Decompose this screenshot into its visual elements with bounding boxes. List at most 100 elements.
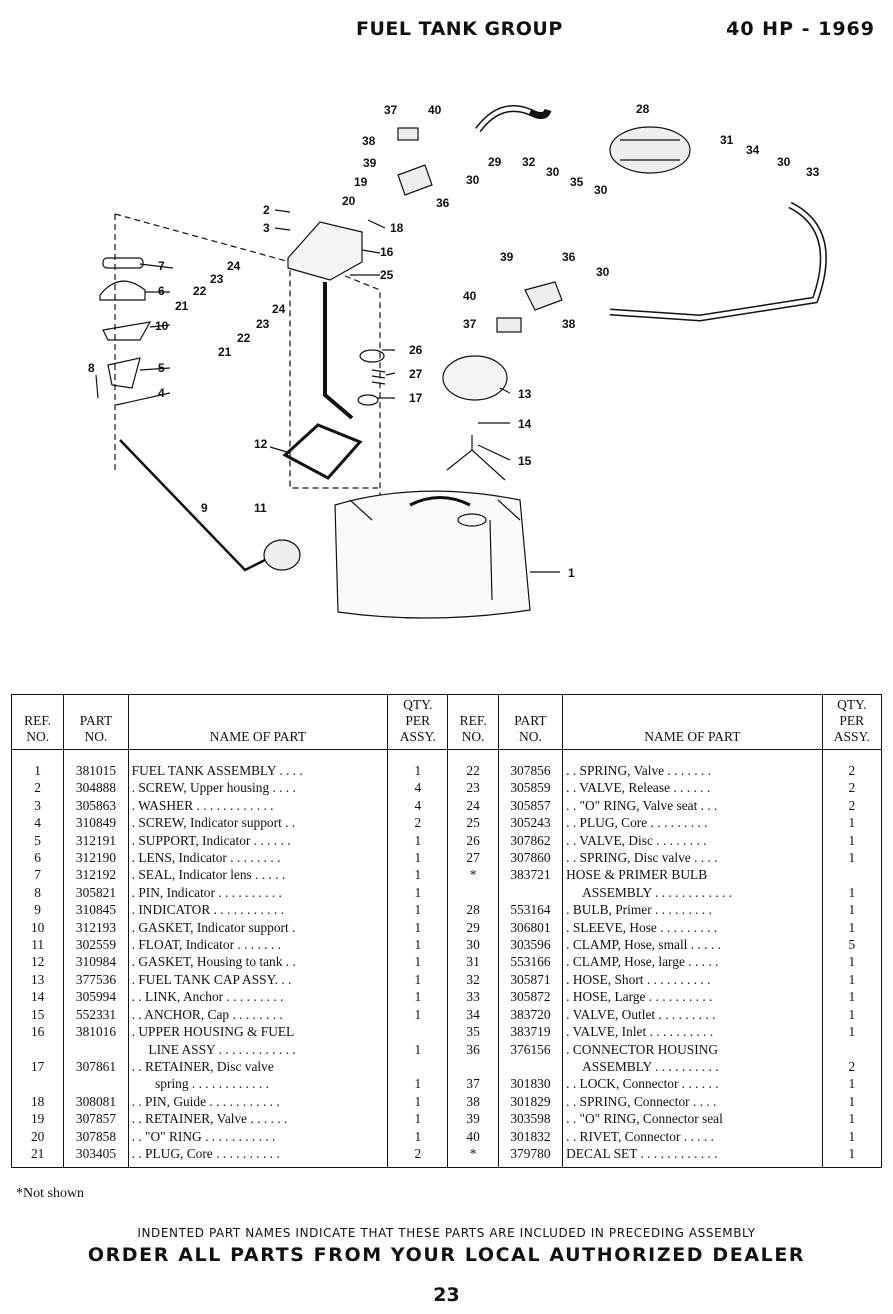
ref-no-cell: 23	[447, 779, 499, 797]
part-name-cell: . PIN, Indicator . . . . . . . . . .	[127, 883, 389, 902]
qty-cell: 1	[387, 762, 449, 780]
ref-no-cell: 24	[447, 796, 499, 815]
part-no-cell: 312192	[63, 866, 129, 884]
part-no-cell: 305857	[497, 796, 564, 815]
name-header: NAME OF PART	[127, 694, 389, 750]
diagram-callout: 39	[363, 156, 377, 170]
qty-cell: 1	[387, 1005, 449, 1024]
part-no-cell: 305859	[497, 779, 564, 797]
qty-cell: 1	[821, 970, 883, 989]
part-no-cell: 379780	[497, 1144, 564, 1169]
diagram-callout: 30	[596, 265, 610, 279]
part-name-cell: . . VALVE, Release . . . . . .	[562, 779, 823, 797]
qty-cell: 1	[387, 901, 449, 919]
qty-cell: 1	[821, 1023, 883, 1041]
ref-no-cell: 32	[447, 970, 499, 989]
qty-cell: 1	[821, 1110, 883, 1128]
qty-cell	[387, 1057, 449, 1076]
ref-no-cell: 21	[10, 1144, 65, 1169]
diagram-callout: 3	[263, 221, 270, 235]
part-name-cell: . VALVE, Outlet . . . . . . . . .	[562, 1005, 823, 1024]
part-no-cell: 381016	[63, 1023, 129, 1041]
diagram-callout: 11	[254, 501, 267, 515]
diagram-callout: 30	[466, 173, 480, 187]
part-no-cell: 305871	[497, 970, 564, 989]
part-no-cell: 310845	[63, 901, 129, 919]
ref-no-cell: 20	[10, 1127, 65, 1145]
diagram-callout: 40	[463, 289, 477, 303]
qty-cell: 1	[387, 988, 449, 1006]
part-no-cell: 377536	[63, 970, 129, 989]
ref-no-cell: 4	[10, 814, 65, 832]
part-no-cell: 303405	[63, 1144, 129, 1169]
ref-no-cell: 15	[10, 1005, 65, 1024]
diagram-callout: 16	[380, 245, 394, 259]
qty-cell: 1	[387, 1040, 449, 1058]
assembly-guide-line	[344, 275, 381, 508]
part-no-cell: 307858	[63, 1127, 129, 1145]
name-header: NAME OF PART	[562, 694, 823, 750]
part-no-cell	[497, 883, 564, 902]
qty-cell: 2	[821, 779, 883, 797]
part-no-cell: 553166	[497, 953, 564, 971]
diagram-callout: 8	[88, 361, 95, 375]
part-no-cell: 301830	[497, 1075, 564, 1093]
diagram-callout: 21	[218, 345, 232, 359]
part-no-cell: 307860	[497, 849, 564, 867]
qty-cell: 1	[387, 1092, 449, 1111]
part-name-cell: LINE ASSY . . . . . . . . . . . .	[127, 1040, 389, 1058]
diagram-callout: 36	[562, 250, 576, 264]
diagram-callout: 5	[158, 361, 165, 375]
qty-cell: 1	[387, 883, 449, 902]
model-label: 40 HP - 1969	[726, 18, 875, 40]
ref-no-cell: 26	[447, 831, 499, 850]
diagram-callout: 37	[463, 317, 477, 331]
ref-no-cell: 7	[10, 866, 65, 884]
part-name-cell: FUEL TANK ASSEMBLY . . . .	[127, 762, 389, 780]
diagram-callout: 6	[158, 284, 165, 298]
part-no-cell: 302559	[63, 936, 129, 954]
part-no-cell	[63, 1075, 129, 1093]
part-no-cell: 307857	[63, 1110, 129, 1128]
part-no-cell: 301829	[497, 1092, 564, 1111]
part-no-cell: 305863	[63, 796, 129, 815]
diagram-callout: 12	[254, 437, 268, 451]
part-no-cell: 306801	[497, 918, 564, 937]
part-name-cell: . . PIN, Guide . . . . . . . . . . .	[127, 1092, 389, 1111]
ref-no-cell: 17	[10, 1057, 65, 1076]
diagram-callout: 13	[518, 387, 532, 401]
qty-cell	[821, 866, 883, 884]
indent-note: INDENTED PART NAMES INDICATE THAT THESE …	[137, 1226, 756, 1240]
float-shape	[263, 539, 301, 571]
qty-cell: 4	[387, 779, 449, 797]
upper-housing-shape	[287, 221, 363, 281]
part-name-cell: . . VALVE, Disc . . . . . . . .	[562, 831, 823, 850]
diagram-callout: 33	[806, 165, 820, 179]
part-name-cell: . . LOCK, Connector . . . . . .	[562, 1075, 823, 1093]
ref-no-cell: 12	[10, 953, 65, 971]
qty-cell: 1	[387, 918, 449, 937]
ref-no-cell	[447, 883, 499, 902]
part-no-cell: 304888	[63, 779, 129, 797]
part-name-cell: . CONNECTOR HOUSING	[562, 1040, 823, 1058]
qty-cell: 2	[821, 1057, 883, 1076]
part-name-cell: . . PLUG, Core . . . . . . . . . .	[127, 1144, 389, 1169]
ref-no-cell: 5	[10, 831, 65, 850]
qty-cell: 1	[821, 1127, 883, 1145]
part-no-cell	[63, 1040, 129, 1058]
part-no-cell: 383719	[497, 1023, 564, 1041]
footnote: *Not shown	[16, 1186, 85, 1201]
ref-no-cell: 36	[447, 1040, 499, 1058]
part-no-cell: 303598	[497, 1110, 564, 1128]
